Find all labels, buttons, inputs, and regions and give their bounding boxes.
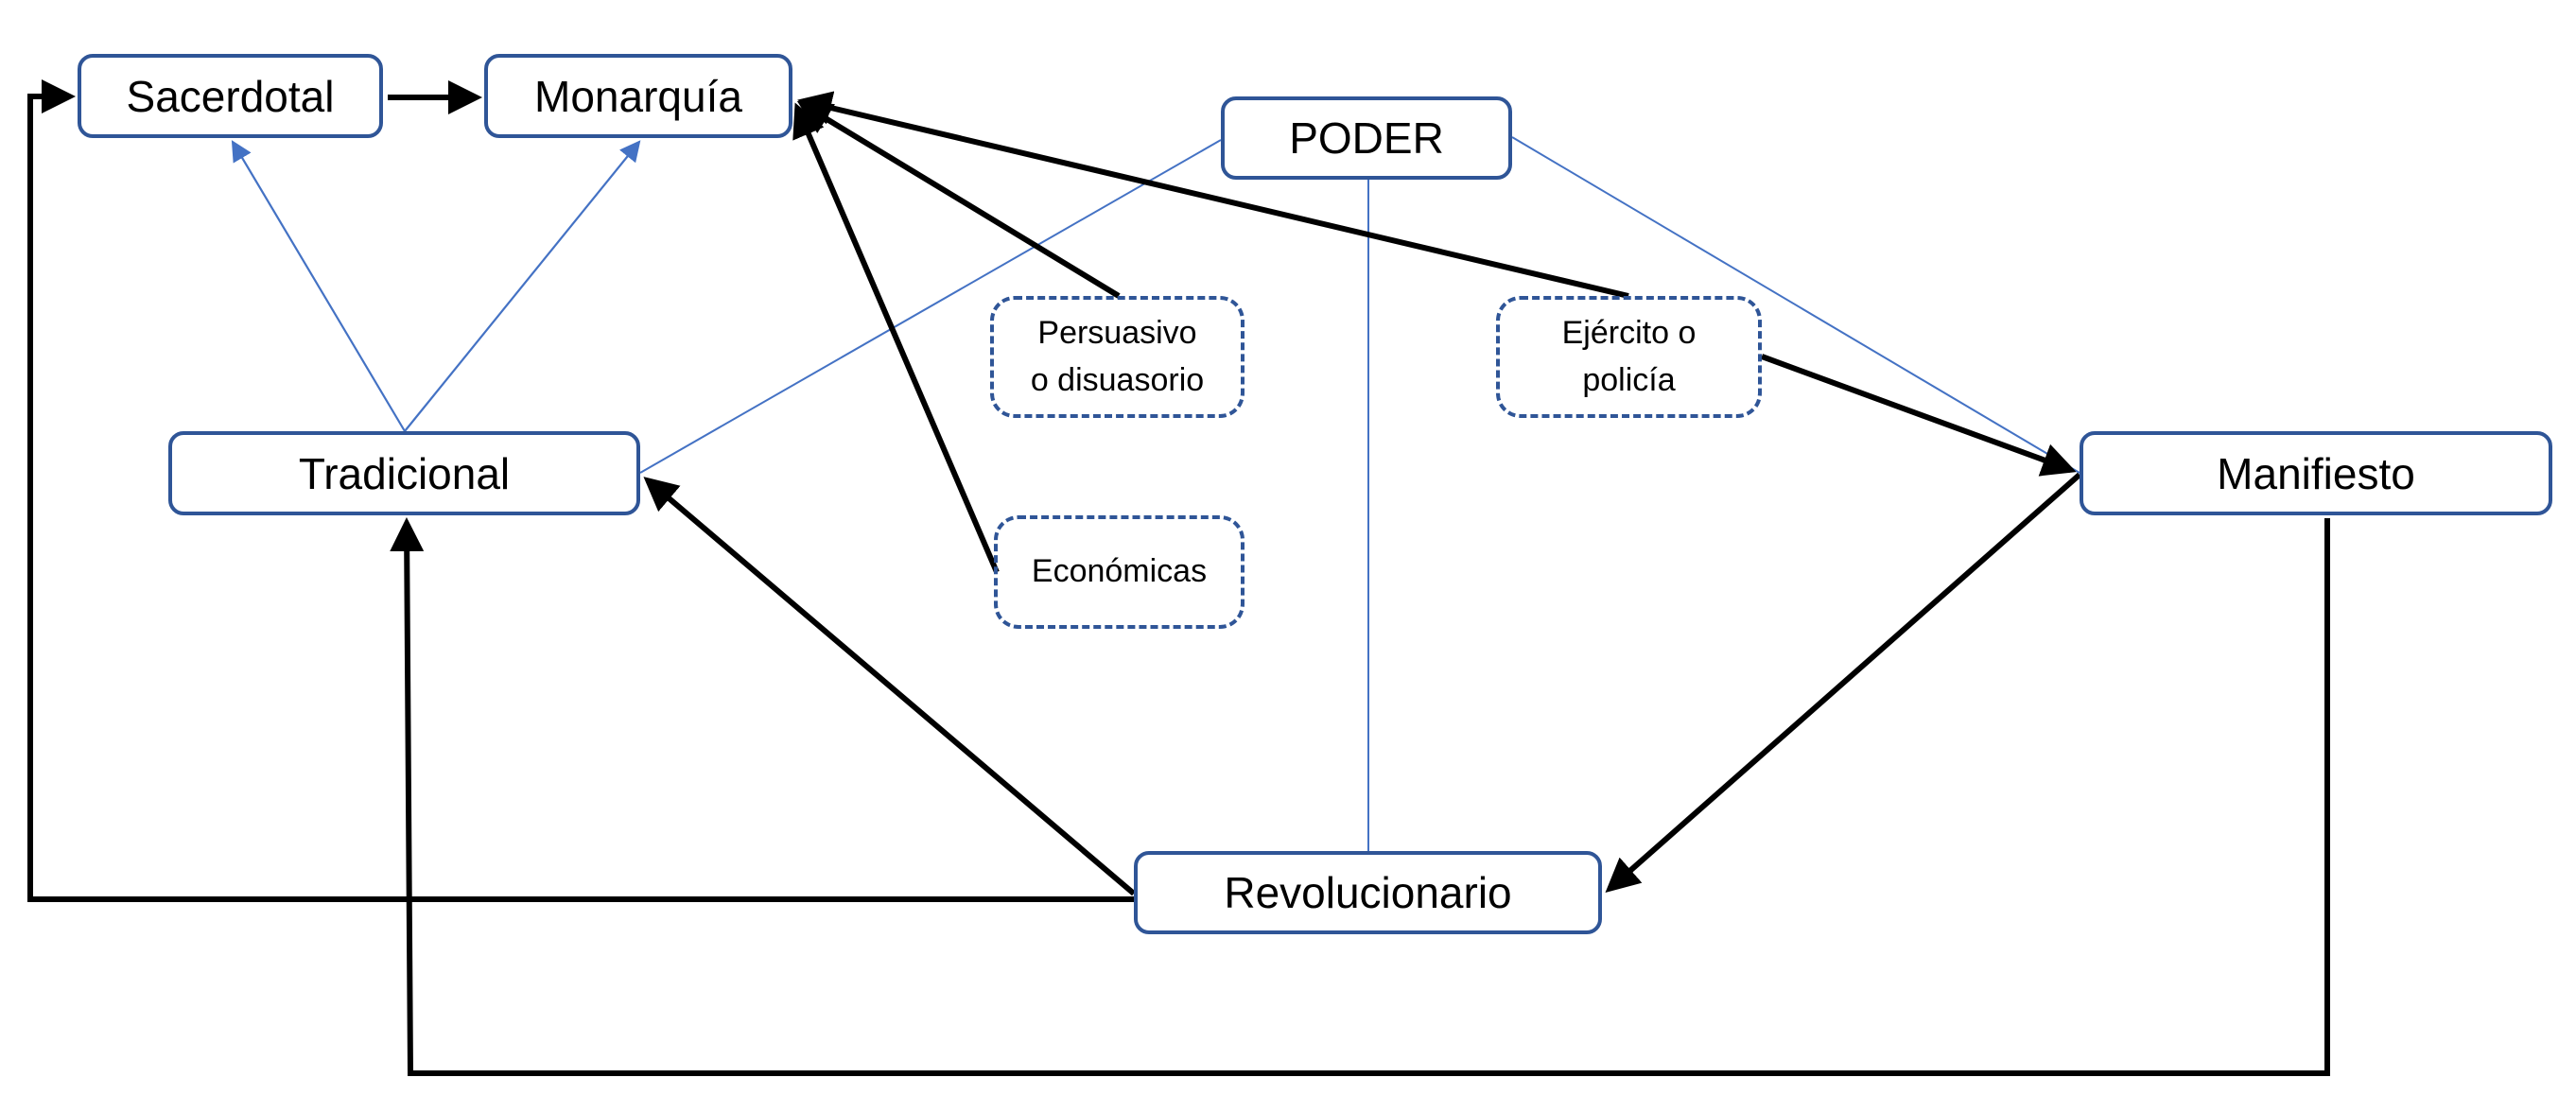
node-ejercito-label: Ejército o policía [1561, 315, 1697, 398]
node-poder[interactable]: PODER [1221, 96, 1512, 180]
node-revolucionario-label: Revolucionario [1224, 868, 1512, 917]
edge-ejercito-to-manifiesto [1760, 354, 2077, 477]
edges-layer [27, 79, 2330, 1076]
edge-manifiesto-to-tradicional [390, 517, 2330, 1076]
node-persuasivo-label: Persuasivo o disuasorio [1030, 315, 1205, 398]
node-tradicional[interactable]: Tradicional [168, 431, 640, 515]
edge-manifiesto-to-revolucionario [1605, 472, 2081, 893]
edge-ejercito-to-monarquia [797, 91, 1629, 299]
node-monarquia-label: Monarquía [534, 71, 742, 121]
edge-persuasivo-to-monarquia [796, 100, 1121, 299]
node-manifiesto[interactable]: Manifiesto [2080, 431, 2552, 515]
node-sacerdotal-label: Sacerdotal [126, 71, 335, 121]
node-revolucionario[interactable]: Revolucionario [1134, 851, 1602, 934]
edge-revolucionario-to-sacerdotal [27, 79, 1134, 902]
node-persuasivo[interactable]: Persuasivo o disuasorio [990, 296, 1244, 418]
node-economicas-label: Económicas [1031, 553, 1208, 590]
edge-poder-to-manifiesto [1511, 136, 2080, 474]
node-sacerdotal[interactable]: Sacerdotal [78, 54, 383, 138]
edge-economicas-to-monarquia [792, 102, 1000, 574]
edge-tradicional-to-monarquia [404, 140, 641, 432]
edge-tradicional-to-sacerdotal [231, 140, 406, 432]
node-economicas[interactable]: Económicas [994, 515, 1244, 629]
node-monarquia[interactable]: Monarquía [484, 54, 792, 138]
node-tradicional-label: Tradicional [298, 448, 511, 498]
edge-poder-to-tradicional [639, 139, 1222, 474]
node-manifiesto-label: Manifiesto [2217, 448, 2415, 498]
node-poder-label: PODER [1289, 113, 1444, 163]
edge-revolucionario-to-tradicional [643, 477, 1136, 896]
node-ejercito[interactable]: Ejército o policía [1496, 296, 1762, 418]
